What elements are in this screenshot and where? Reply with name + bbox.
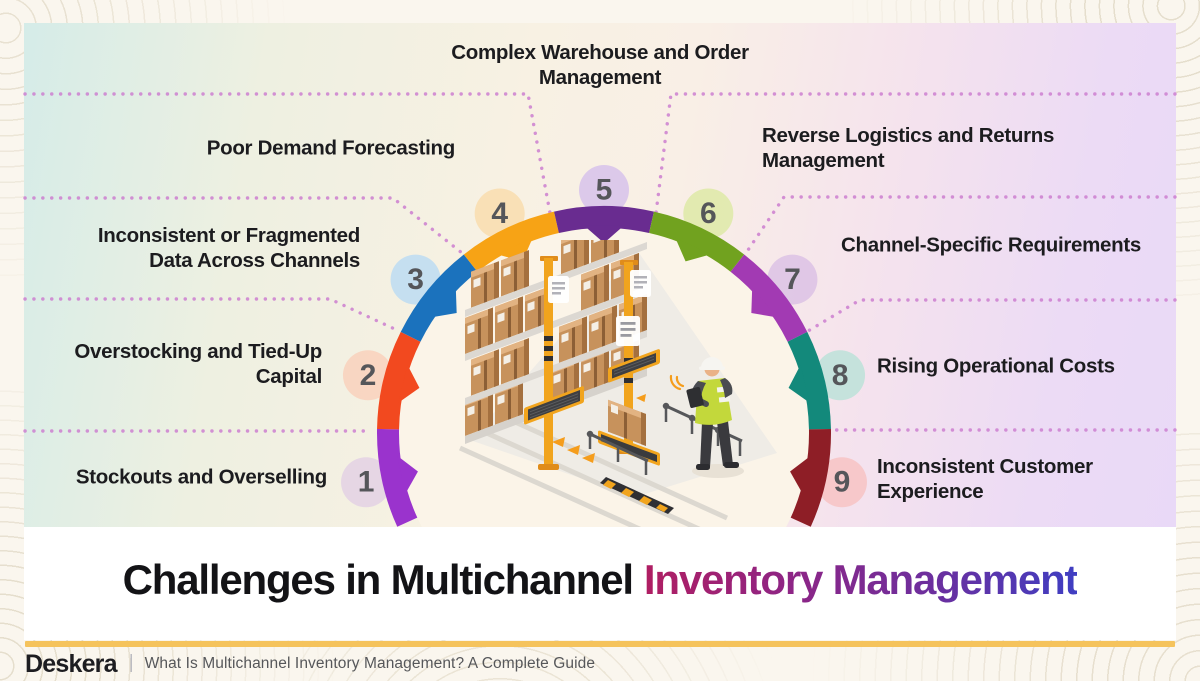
challenge-label-7: Channel-Specific Requirements [841, 233, 1141, 258]
gold-divider [25, 641, 1175, 647]
gradient-canvas [24, 23, 1176, 527]
challenge-label-9-line1: Inconsistent Customer [877, 455, 1093, 478]
challenge-label-2-line1: Overstocking and Tied-Up [74, 340, 322, 363]
challenge-label-5-line1: Complex Warehouse and Order [451, 41, 749, 64]
page-title-highlight: Inventory Management [643, 556, 1079, 603]
challenge-label-2-line2: Capital [255, 365, 323, 388]
footer-separator: | [128, 652, 134, 673]
challenge-label-6-line2: Management [762, 149, 885, 172]
challenge-label-8: Rising Operational Costs [877, 354, 1115, 379]
challenge-label-3-line2: Data Across Channels [149, 249, 360, 272]
challenge-label-7-line1: Channel-Specific Requirements [841, 233, 1142, 257]
challenge-label-9-line2: Experience [877, 480, 984, 503]
challenge-label-1: Stockouts and Overselling [76, 465, 327, 490]
challenge-label-3-line1: Inconsistent or Fragmented [97, 224, 360, 247]
challenge-label-4: Poor Demand Forecasting [206, 136, 456, 161]
challenge-label-8-line1: Rising Operational Costs [877, 354, 1115, 378]
challenge-label-5-line2: Management [538, 66, 662, 89]
brand-logo: Deskera [25, 649, 118, 678]
challenge-label-4-line1: Poor Demand Forecasting [206, 136, 456, 160]
footer-tagline: What Is Multichannel Inventory Managemen… [144, 655, 596, 672]
footer: Deskera | What Is Multichannel Inventory… [25, 650, 1175, 678]
challenge-label-6-line1: Reverse Logistics and Returns [762, 124, 1055, 147]
page-title-prefix: Challenges in Multichannel [122, 556, 634, 603]
challenge-label-1-line1: Stockouts and Overselling [75, 465, 327, 489]
